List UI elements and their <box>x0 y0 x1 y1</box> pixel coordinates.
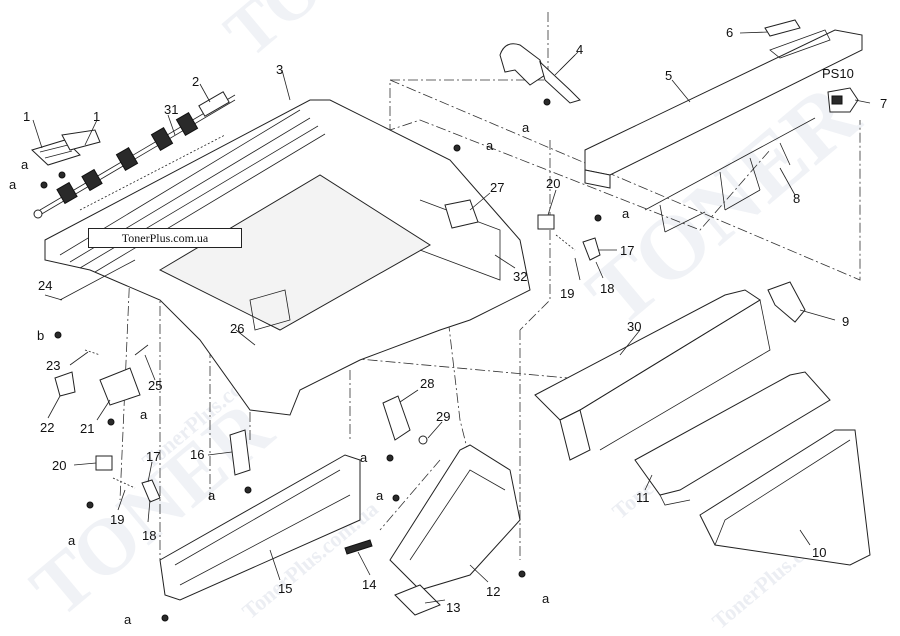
screw-label-a8: a <box>360 450 368 465</box>
callout-25: 25 <box>148 378 162 393</box>
tray-part-11 <box>634 371 831 506</box>
callout-13: 13 <box>446 600 460 615</box>
callout-18a: 18 <box>142 528 156 543</box>
callout-7: 7 <box>880 96 887 111</box>
callout-1a: 1 <box>23 109 30 124</box>
latch-part-9 <box>767 281 806 323</box>
guide-part-30 <box>534 289 771 461</box>
main-frame-part <box>44 99 531 416</box>
screw-icon-3 <box>594 214 602 222</box>
screw-icon-9 <box>86 501 94 509</box>
screw-label-a7: a <box>208 488 216 503</box>
screw-label-a10: a <box>376 488 384 503</box>
screw-icon-1 <box>543 98 551 106</box>
callout-29: 29 <box>436 409 450 424</box>
side-frame-part-15 <box>159 454 361 601</box>
rod-part-24 <box>59 259 136 301</box>
callout-19a: 19 <box>110 512 124 527</box>
callout-12: 12 <box>486 584 500 599</box>
callout-16: 16 <box>190 447 204 462</box>
clip-part-28 <box>382 395 411 441</box>
callout-10: 10 <box>812 545 826 560</box>
callout-26: 26 <box>230 321 244 336</box>
callout-17a: 17 <box>146 449 160 464</box>
callout-20a: 20 <box>52 458 66 473</box>
callout-28: 28 <box>420 376 434 391</box>
screw-label-b1: b <box>37 328 44 343</box>
callout-21: 21 <box>80 421 94 436</box>
screw-icons <box>40 98 602 622</box>
screw-icon-5 <box>40 181 48 189</box>
plate-part-13 <box>394 584 441 616</box>
leader-lines <box>32 31 871 604</box>
callout-3: 3 <box>276 62 283 77</box>
screw-icon-11 <box>518 570 526 578</box>
plate-part-27 <box>444 199 479 229</box>
screw-label-a3: a <box>622 206 630 221</box>
screw-icon-b <box>54 331 62 339</box>
tray-part-10 <box>699 429 871 566</box>
screw-icon-7 <box>244 486 252 494</box>
strip-part-14 <box>344 539 373 555</box>
callout-8: 8 <box>793 191 800 206</box>
screw-icon-10 <box>392 494 400 502</box>
callout-14: 14 <box>362 577 376 592</box>
callout-20b: 20 <box>546 176 560 191</box>
actuator-group-upper <box>537 214 601 261</box>
callout-15: 15 <box>278 581 292 596</box>
callout-9: 9 <box>842 314 849 329</box>
callout-18b: 18 <box>600 281 614 296</box>
screw-label-a6: a <box>140 407 148 422</box>
screw-icon-12 <box>161 614 169 622</box>
hook-part-4 <box>499 43 581 104</box>
callout-17b: 17 <box>620 243 634 258</box>
callout-30: 30 <box>627 319 641 334</box>
sensor-part-7 <box>827 87 859 113</box>
screw-label-a11: a <box>542 591 550 606</box>
screw-icon-6 <box>107 418 115 426</box>
bracket-part-1 <box>31 129 101 166</box>
screw-icon-8 <box>386 454 394 462</box>
callout-22: 22 <box>40 420 54 435</box>
screw-label-a5: a <box>9 177 17 192</box>
callout-31: 31 <box>164 102 178 117</box>
callout-1b: 1 <box>93 109 100 124</box>
screw-label-a1: a <box>522 120 530 135</box>
screw-label-a9: a <box>68 533 76 548</box>
roller-assembly <box>33 91 236 219</box>
cover-part-5 <box>584 29 863 189</box>
housing-part-12 <box>389 444 521 591</box>
sensor-label: PS10 <box>822 66 854 81</box>
screw-labels: a a a a a a a a a a a a b <box>9 120 630 627</box>
callout-2: 2 <box>192 74 199 89</box>
screw-icon-2 <box>453 144 461 152</box>
screw-label-a12: a <box>124 612 132 627</box>
callout-19b: 19 <box>560 286 574 301</box>
clip-part-16 <box>229 429 251 476</box>
arm-group <box>54 344 149 406</box>
callout-6: 6 <box>726 25 733 40</box>
watermark-brand-1: TONER <box>211 0 451 72</box>
site-banner: TonerPlus.com.ua <box>88 228 242 248</box>
callout-4: 4 <box>576 42 583 57</box>
callout-11: 11 <box>636 490 650 505</box>
tab-part-6 <box>764 19 801 37</box>
ring-part-29 <box>418 435 428 445</box>
callout-labels: 1 1 2 3 4 5 6 7 8 9 10 11 12 13 14 15 16… <box>23 25 887 615</box>
screw-label-a2: a <box>486 138 494 153</box>
callout-32: 32 <box>513 269 527 284</box>
callout-27: 27 <box>490 180 504 195</box>
screw-icon-4 <box>58 171 66 179</box>
callout-5: 5 <box>665 68 672 83</box>
callout-24: 24 <box>38 278 52 293</box>
callout-23: 23 <box>46 358 60 373</box>
flap-rod-part-8 <box>644 117 816 233</box>
screw-label-a4: a <box>21 157 29 172</box>
